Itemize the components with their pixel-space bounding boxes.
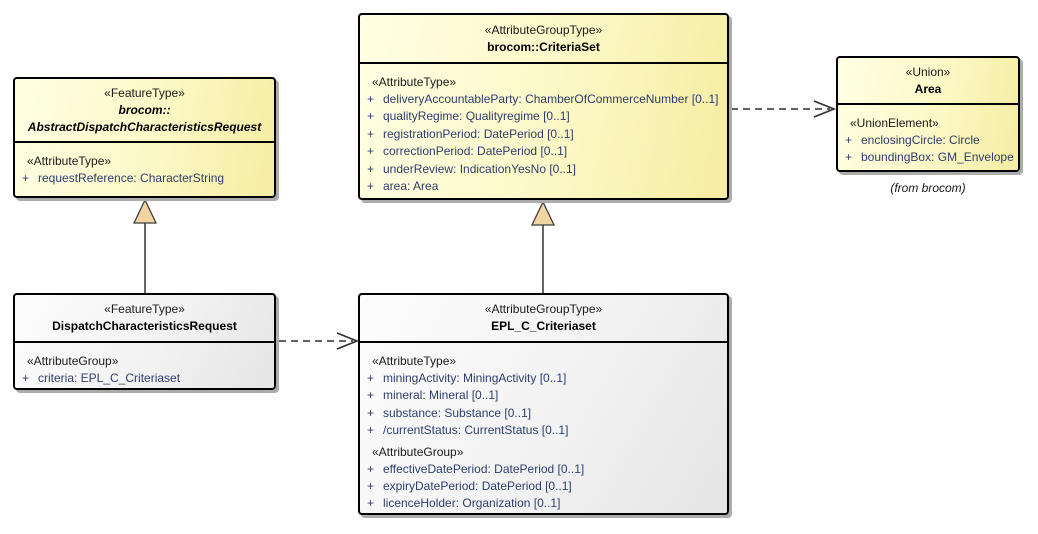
dependency-criteriaset-to-area[interactable]	[731, 100, 837, 118]
class-dispatch-characteristics-request[interactable]: «FeatureType» DispatchCharacteristicsReq…	[13, 293, 276, 390]
attribute-row: +area: Area	[367, 179, 439, 194]
class-name: Area	[914, 81, 942, 96]
attribute-row: +correctionPeriod: DatePeriod [0..1]	[367, 144, 568, 159]
class-header: «AttributeGroupType» brocom::CriteriaSet	[360, 15, 727, 64]
compartment-stereotype: «AttributeType»	[27, 154, 112, 168]
compartment-stereotype: «AttributeType»	[372, 75, 457, 89]
compartment-stereotype: «AttributeGroup»	[372, 444, 464, 459]
attribute-row: +boundingBox: GM_Envelope	[845, 150, 1014, 165]
class-stereotype: «AttributeGroupType»	[484, 22, 603, 37]
generalization-epl-to-criteriaset[interactable]	[530, 200, 556, 293]
attribute-row: +licenceHolder: Organization [0..1]	[367, 496, 561, 511]
attribute-row: +substance: Substance [0..1]	[367, 405, 532, 420]
class-name: DispatchCharacteristicsRequest	[52, 319, 237, 333]
class-abstract-dispatch-characteristics-request[interactable]: «FeatureType» brocom:: AbstractDispatchC…	[13, 77, 276, 198]
class-name: AbstractDispatchCharacteristicsRequest	[27, 119, 262, 134]
attribute-row: +underReview: IndicationYesNo [0..1]	[367, 161, 577, 176]
class-criteria-set[interactable]: «AttributeGroupType» brocom::CriteriaSet…	[358, 13, 729, 200]
class-stereotype: «AttributeGroupType»	[484, 302, 603, 316]
attribute-row: +enclosingCircle: Circle	[845, 133, 980, 147]
class-header: «FeatureType» brocom:: AbstractDispatchC…	[15, 79, 274, 143]
class-header: «FeatureType» DispatchCharacteristicsReq…	[15, 295, 274, 343]
attribute-row: +requestReference: CharacterString	[22, 171, 225, 185]
class-name: brocom::CriteriaSet	[487, 39, 600, 54]
class-name: brocom::	[118, 102, 171, 117]
attribute-row: +effectiveDatePeriod: DatePeriod [0..1]	[367, 461, 585, 476]
attribute-row: +criteria: EPL_C_Criteriaset	[22, 371, 181, 385]
generalization-arrowhead	[132, 198, 158, 224]
class-stereotype: «FeatureType»	[104, 302, 185, 316]
attribute-row: +/currentStatus: CurrentStatus [0..1]	[367, 423, 569, 438]
open-arrowhead	[336, 332, 360, 350]
compartment-stereotype: «AttributeType»	[372, 354, 457, 368]
attribute-row: +miningActivity: MiningActivity [0..1]	[367, 371, 567, 385]
attribute-row: +deliveryAccountableParty: ChamberOfComm…	[367, 92, 719, 106]
dependency-dispatch-to-epl[interactable]	[279, 332, 360, 350]
class-stereotype: «Union»	[905, 64, 951, 79]
attribute-row: +qualityRegime: Qualityregime [0..1]	[367, 109, 570, 124]
attribute-row: +mineral: Mineral [0..1]	[367, 388, 499, 403]
generalization-dispatch-to-abstract[interactable]	[132, 198, 158, 293]
attribute-row: +expiryDatePeriod: DatePeriod [0..1]	[367, 479, 572, 494]
open-arrowhead	[813, 100, 837, 118]
compartment-stereotype: «AttributeGroup»	[27, 354, 119, 368]
class-attributes: «UnionElement» +enclosingCircle: Circle +b…	[838, 105, 1018, 167]
generalization-arrowhead	[530, 200, 556, 226]
class-header: «AttributeGroupType» EPL_C_Criteriaset	[360, 295, 727, 343]
class-attributes: «AttributeType» +deliveryAccountableParty…	[360, 64, 727, 195]
class-attributes: «AttributeType» +miningActivity: MiningAc…	[360, 343, 727, 513]
class-name: EPL_C_Criteriaset	[491, 319, 596, 333]
class-attributes: «AttributeGroup» +criteria: EPL_C_Criteri…	[15, 343, 274, 387]
class-area[interactable]: «Union» Area «UnionElement» +enclosingCir…	[836, 56, 1020, 172]
class-stereotype: «FeatureType»	[104, 85, 185, 100]
class-attributes: «AttributeType» +requestReference: Charac…	[15, 143, 274, 187]
class-epl-c-criteriaset[interactable]: «AttributeGroupType» EPL_C_Criteriaset «…	[358, 293, 729, 515]
area-origin-note: (from brocom)	[890, 181, 966, 195]
compartment-stereotype: «UnionElement»	[850, 116, 939, 130]
class-header: «Union» Area	[838, 58, 1018, 105]
attribute-row: +registrationPeriod: DatePeriod [0..1]	[367, 126, 574, 141]
